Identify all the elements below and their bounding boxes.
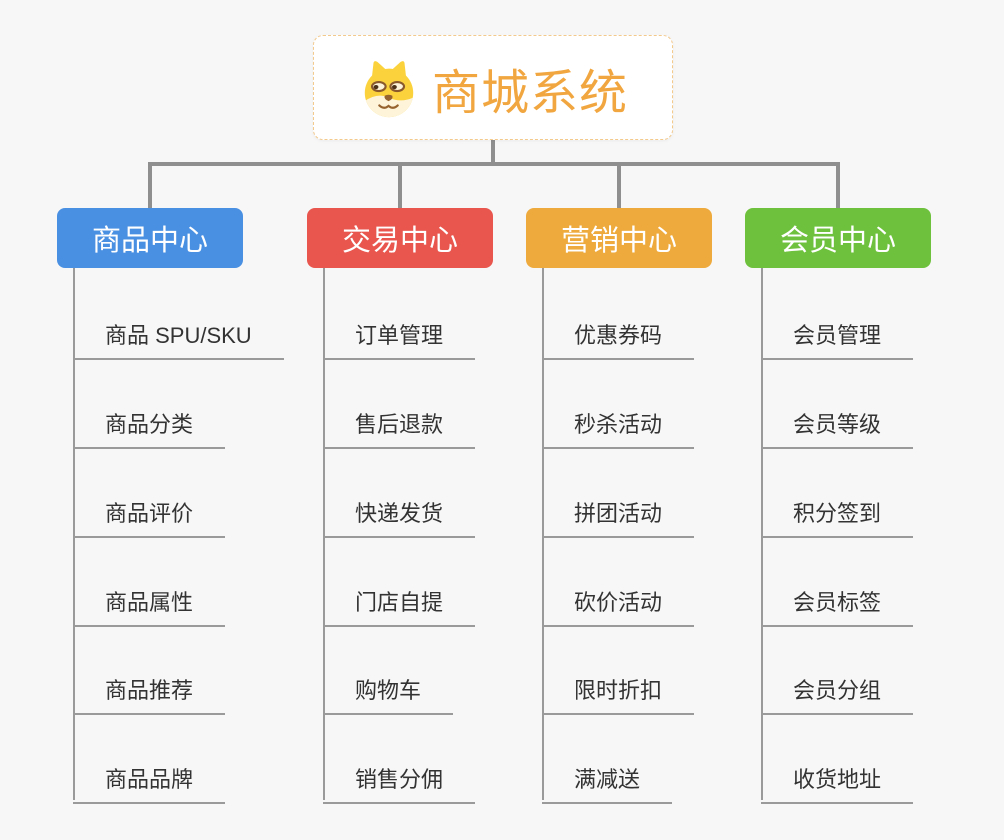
connector-subtree-trunk [323, 268, 325, 800]
root-title: 商城系统 [431, 66, 628, 120]
connector-root-trunk [491, 140, 495, 166]
branch-marketing-center: 营销中心 优惠券码 秒杀活动 拼团活动 砍价活动 限时折扣 满减送 [526, 208, 816, 808]
topic-member-level[interactable]: 会员等级 [761, 411, 914, 449]
connector-subtree-trunk [542, 268, 544, 800]
branch-node-trade-center[interactable]: 交易中心 [307, 208, 493, 268]
topic-sales-commission[interactable]: 销售分佣 [323, 766, 476, 804]
topic-member-management[interactable]: 会员管理 [761, 322, 914, 360]
branch-node-product-center[interactable]: 商品中心 [57, 208, 243, 268]
topic-product-recommend[interactable]: 商品推荐 [73, 677, 226, 715]
branch-product-center: 商品中心 商品 SPU/SKU 商品分类 商品评价 商品属性 商品推荐 商品品牌 [57, 208, 347, 808]
topic-express-shipping[interactable]: 快递发货 [323, 500, 476, 538]
topic-member-groups[interactable]: 会员分组 [761, 677, 914, 715]
topic-group-buy[interactable]: 拼团活动 [542, 500, 695, 538]
branch-node-member-center[interactable]: 会员中心 [745, 208, 931, 268]
topic-bargain-activity[interactable]: 砍价活动 [542, 589, 695, 627]
topic-shipping-address[interactable]: 收货地址 [761, 766, 914, 804]
topic-product-category[interactable]: 商品分类 [73, 411, 226, 449]
topic-order-management[interactable]: 订单管理 [323, 322, 476, 360]
connector-drop-trade [398, 162, 402, 208]
branch-member-center: 会员中心 会员管理 会员等级 积分签到 会员标签 会员分组 收货地址 [745, 208, 1004, 808]
topic-limited-time-discount[interactable]: 限时折扣 [542, 677, 695, 715]
dog-face-icon [364, 60, 414, 117]
topic-product-attribute[interactable]: 商品属性 [73, 589, 226, 627]
connector-drop-member [836, 162, 840, 208]
topic-points-checkin[interactable]: 积分签到 [761, 500, 914, 538]
connector-subtree-trunk [761, 268, 763, 800]
branch-trade-center: 交易中心 订单管理 售后退款 快递发货 门店自提 购物车 销售分佣 [307, 208, 597, 808]
topic-product-spu-sku[interactable]: 商品 SPU/SKU [73, 322, 284, 360]
topic-after-sale-refund[interactable]: 售后退款 [323, 411, 476, 449]
topic-product-review[interactable]: 商品评价 [73, 500, 226, 538]
topic-shopping-cart[interactable]: 购物车 [323, 677, 454, 715]
topic-flash-sale[interactable]: 秒杀活动 [542, 411, 695, 449]
topic-coupon-code[interactable]: 优惠券码 [542, 322, 695, 360]
root-node[interactable]: 商城系统 [313, 35, 673, 140]
connector-drop-product [148, 162, 152, 208]
branch-node-marketing-center[interactable]: 营销中心 [526, 208, 712, 268]
topic-member-tags[interactable]: 会员标签 [761, 589, 914, 627]
topic-full-reduction[interactable]: 满减送 [542, 766, 673, 804]
connector-horizontal-bar [148, 162, 840, 166]
connector-drop-marketing [617, 162, 621, 208]
connector-subtree-trunk [73, 268, 75, 800]
topic-product-brand[interactable]: 商品品牌 [73, 766, 226, 804]
topic-store-pickup[interactable]: 门店自提 [323, 589, 476, 627]
